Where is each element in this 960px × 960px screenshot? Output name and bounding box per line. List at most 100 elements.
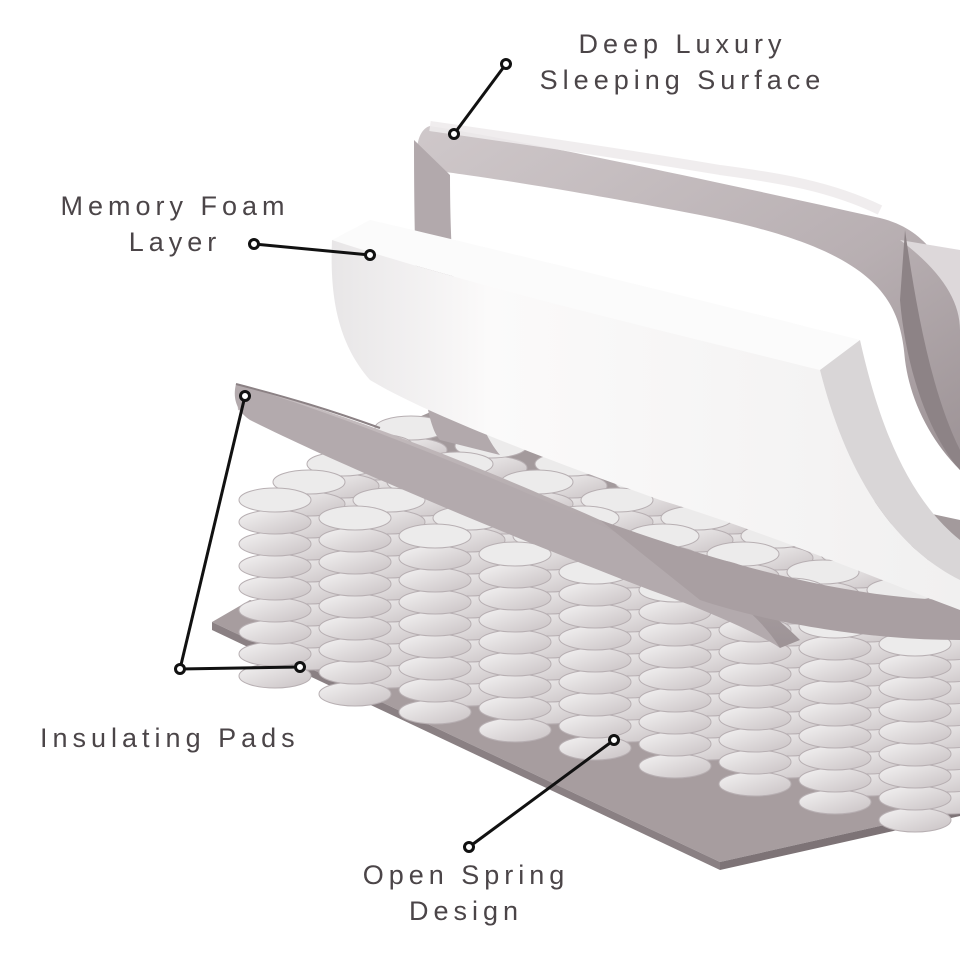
coil-turn (318, 637, 392, 663)
coil-turn (238, 553, 312, 579)
coil-turn (478, 541, 552, 567)
coil-turn (878, 785, 952, 811)
coil-turn (318, 571, 392, 597)
leader-endpoints (174, 58, 620, 853)
label-line: Deep Luxury (578, 29, 787, 59)
endpoint-marker (608, 734, 620, 746)
coil-turn (398, 589, 472, 615)
coil-turn (580, 487, 654, 513)
coil-turn (878, 741, 952, 767)
coil-turn (798, 657, 872, 683)
coil-turn (718, 727, 792, 753)
coil-turn (718, 661, 792, 687)
coil-turn (718, 749, 792, 775)
label-line: Design (408, 896, 524, 926)
coil-turn (398, 677, 472, 703)
coil-turn (398, 699, 472, 725)
memory-foam-layer (331, 220, 960, 610)
coil-turn (478, 607, 552, 633)
coil-turn (478, 695, 552, 721)
coil-turn (558, 625, 632, 651)
spring-coil (238, 487, 312, 689)
coil-turn (718, 771, 792, 797)
coil-turn (638, 665, 712, 691)
leader-pads-bottom (179, 665, 301, 671)
coil-turn (238, 487, 312, 513)
coil-turn (478, 585, 552, 611)
coil-turn (352, 487, 426, 513)
endpoint-marker (294, 661, 306, 673)
coil-turn (478, 651, 552, 677)
coil-turn (238, 575, 312, 601)
coil-turn (238, 619, 312, 645)
label-open-spring-design: Open Spring Design (0, 857, 932, 929)
endpoint-marker (239, 390, 251, 402)
coil-turn (558, 603, 632, 629)
coil-turn (558, 691, 632, 717)
coil-turn (798, 789, 872, 815)
label-line: Insulating Pads (40, 723, 300, 753)
coil-turn (318, 527, 392, 553)
leader-open-spring (468, 738, 615, 849)
coil-turn (878, 719, 952, 745)
spring-coil (558, 559, 632, 761)
coil-turn (398, 655, 472, 681)
coil-turn (398, 523, 472, 549)
coil-turn (318, 615, 392, 641)
coil-turn (398, 633, 472, 659)
coil-turn (798, 701, 872, 727)
coil-turn (798, 679, 872, 705)
leader-pads-top (178, 395, 247, 670)
label-line: Sleeping Surface (539, 65, 826, 95)
endpoint-marker (448, 128, 460, 140)
coil-turn (638, 731, 712, 757)
coil-turn (398, 567, 472, 593)
coil-turn (318, 549, 392, 575)
endpoint-marker (500, 58, 512, 70)
coil-turn (786, 559, 860, 585)
coil-turn (638, 709, 712, 735)
coil-turn (878, 697, 952, 723)
spring-coil (878, 631, 952, 833)
coil-turn (272, 469, 346, 495)
coil-turn (798, 635, 872, 661)
coil-turn (478, 673, 552, 699)
coil-turn (478, 563, 552, 589)
coil-turn (638, 643, 712, 669)
coil-turn (318, 505, 392, 531)
coil-turn (638, 687, 712, 713)
coil-turn (798, 745, 872, 771)
spring-coil (478, 541, 552, 743)
coil-turn (638, 753, 712, 779)
label-insulating-pads: Insulating Pads (40, 720, 300, 756)
coil-turn (558, 669, 632, 695)
coil-turn (718, 683, 792, 709)
label-deep-luxury-sleeping-surface: Deep Luxury Sleeping Surface (0, 26, 960, 98)
endpoint-marker (463, 841, 475, 853)
coil-turn (558, 581, 632, 607)
label-memory-foam-layer: Memory Foam Layer (0, 188, 350, 260)
coil-turn (558, 647, 632, 673)
spring-coil (398, 523, 472, 725)
coil-turn (398, 545, 472, 571)
coil-turn (318, 659, 392, 685)
coil-turn (878, 763, 952, 789)
coil-turn (558, 713, 632, 739)
coil-turn (798, 723, 872, 749)
coil-turn (478, 717, 552, 743)
leader-memory-foam (253, 242, 371, 257)
coil-turn (558, 735, 632, 761)
top-insulating-pad (234, 383, 960, 648)
coil-turn (878, 675, 952, 701)
coil-turn (878, 653, 952, 679)
spring-coil (798, 613, 872, 815)
label-line: Open Spring (362, 860, 570, 890)
coil-turn (318, 593, 392, 619)
leader-lines (178, 63, 615, 849)
label-line: Memory Foam (60, 191, 290, 221)
endpoint-marker (248, 238, 260, 250)
label-line: Layer (128, 227, 222, 257)
coil-turn (398, 611, 472, 637)
